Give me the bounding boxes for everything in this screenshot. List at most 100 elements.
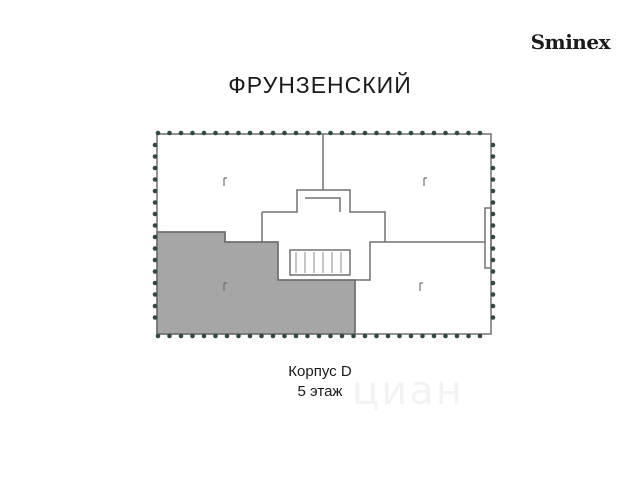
tree-dot <box>224 130 230 136</box>
floor-label: 5 этаж <box>297 383 343 400</box>
tree-dot <box>178 333 184 339</box>
column-mark <box>223 282 227 291</box>
tree-dot <box>152 154 158 159</box>
tree-dot <box>282 130 287 136</box>
tree-dot <box>152 200 158 205</box>
tree-dot <box>490 280 496 286</box>
tree-dot <box>374 333 379 339</box>
tree-dot <box>190 130 195 136</box>
tree-dot <box>374 130 379 136</box>
tree-dot <box>477 333 483 339</box>
tree-dot <box>362 130 368 136</box>
tree-dot <box>167 130 172 136</box>
tree-dot <box>152 142 158 148</box>
tree-dot <box>328 333 333 339</box>
tree-dot <box>152 177 158 182</box>
tree-dot <box>490 234 496 240</box>
tree-dot <box>408 130 414 136</box>
tree-dot <box>224 333 230 339</box>
tree-dot <box>408 333 414 339</box>
tree-dot <box>270 333 276 339</box>
tree-dot <box>443 130 448 136</box>
tree-dot <box>420 333 425 339</box>
sminex-logo: Sminex <box>530 30 611 54</box>
tree-dot <box>490 246 496 251</box>
tree-dot <box>213 333 218 339</box>
tree-dot <box>305 333 310 339</box>
tree-dot <box>259 333 264 339</box>
cian-watermark: циан <box>352 368 464 414</box>
core-inner <box>305 197 341 212</box>
core-upper <box>262 189 386 242</box>
tree-dot <box>152 269 158 274</box>
balcony <box>484 207 492 269</box>
tree-dot <box>351 333 356 339</box>
tree-dot <box>443 333 448 339</box>
floor-plan <box>152 130 496 339</box>
plan-caption: Корпус D 5 этаж <box>0 362 640 402</box>
tree-dot <box>316 333 322 339</box>
tree-dot <box>490 315 496 320</box>
tree-dot <box>490 269 496 274</box>
tree-dot <box>316 130 322 136</box>
tree-dot <box>454 333 460 339</box>
tree-dot <box>431 333 437 339</box>
tree-dot <box>477 130 483 136</box>
tree-dot <box>466 333 471 339</box>
tree-dot <box>152 257 158 263</box>
core-lower <box>261 212 385 281</box>
tree-dot <box>385 130 391 136</box>
tree-dot <box>152 223 158 228</box>
tree-dot <box>490 154 496 159</box>
tree-dot <box>152 246 158 251</box>
column-mark <box>223 177 227 186</box>
tree-dot <box>247 333 253 339</box>
tree-dot <box>490 200 496 205</box>
tree-dot <box>385 333 391 339</box>
tree-dot <box>490 165 496 171</box>
tree-dot <box>339 333 345 339</box>
tree-dot <box>490 223 496 228</box>
tree-dot <box>339 130 345 136</box>
tree-dot <box>397 130 402 136</box>
tree-dot <box>152 234 158 240</box>
tree-dot <box>201 333 207 339</box>
tree-dot <box>155 333 161 339</box>
tree-dot <box>155 130 161 136</box>
tree-dot <box>293 130 299 136</box>
tree-dot <box>454 130 460 136</box>
tree-dot <box>270 130 276 136</box>
project-title: ФРУНЗЕНСКИЙ <box>228 72 412 98</box>
tree-dot <box>201 130 207 136</box>
tree-dot <box>490 177 496 182</box>
tree-dot <box>305 130 310 136</box>
tree-dot <box>152 303 158 309</box>
tree-dot <box>236 130 241 136</box>
selected-unit[interactable] <box>156 231 356 335</box>
tree-dot <box>466 130 471 136</box>
tree-dot <box>293 333 299 339</box>
tree-dot <box>167 333 172 339</box>
core-stair <box>289 249 351 276</box>
tree-dot <box>490 257 496 263</box>
tree-dot <box>247 130 253 136</box>
tree-dot <box>490 188 496 194</box>
tree-dot <box>351 130 356 136</box>
tree-dot <box>490 303 496 309</box>
tree-dot <box>259 130 264 136</box>
tree-dot <box>420 130 425 136</box>
tree-dot <box>328 130 333 136</box>
column-mark <box>419 282 423 291</box>
building-label: Корпус D <box>288 363 352 380</box>
tree-dot <box>431 130 437 136</box>
partition-left-horizontal <box>157 231 262 243</box>
tree-dot <box>282 333 287 339</box>
column-mark <box>423 177 427 186</box>
tree-dot <box>152 211 158 217</box>
tree-dot <box>190 333 195 339</box>
tree-dot <box>397 333 402 339</box>
tree-dot <box>178 130 184 136</box>
tree-dot <box>490 292 496 297</box>
tree-dot <box>152 292 158 297</box>
tree-dot <box>236 333 241 339</box>
